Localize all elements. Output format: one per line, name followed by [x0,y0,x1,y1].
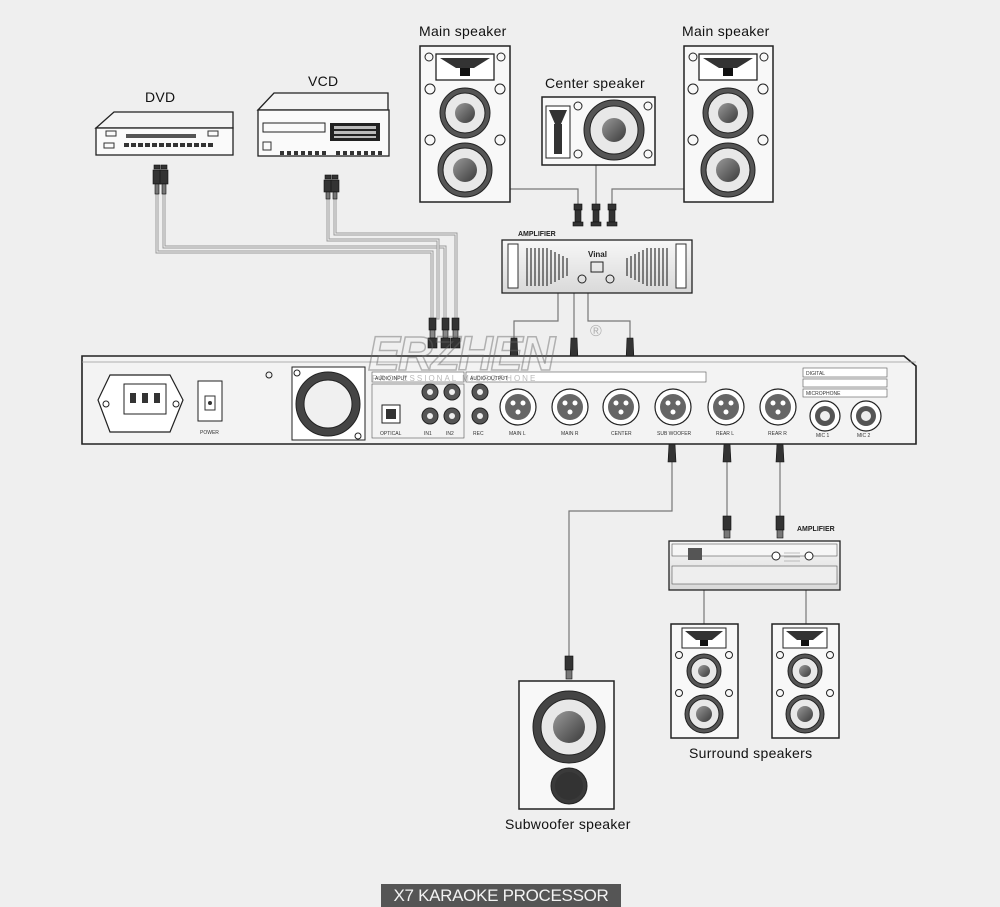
output-center[interactable]: CENTER [602,388,640,437]
xlr-plugs-bottom [667,443,785,463]
in2-label: IN2 [446,431,454,437]
audio-output-section: AUDIO OUTPUT REC [465,371,707,437]
subwoofer-label: Subwoofer speaker [505,816,631,832]
amp-to-processor-wires [513,292,631,339]
power-switch[interactable]: POWER [197,380,223,436]
vcd-cable [326,195,458,320]
fan-grille [265,366,366,441]
subwoofer-port-label: SUB WOOFER [657,431,692,437]
subwoofer-speaker [518,680,615,810]
dvd-cable [155,193,447,320]
amp-bottom-plugs [722,515,785,539]
dvd-plugs [152,164,169,195]
speaker-wires [509,165,685,206]
rear-r-label: REAR R [768,431,787,437]
cables [155,165,807,659]
output-rear-l[interactable]: REAR L [707,388,745,437]
amplifier-top: AMPLIFIER Vinal [501,231,693,294]
mic2-jack[interactable]: MIC 2 [850,400,882,439]
surround-speaker-right [771,623,840,739]
dvd-player: DVD [94,89,234,156]
mic2-label: MIC 2 [857,433,871,439]
rear-l-label: REAR L [716,431,734,437]
main-l-label: MAIN L [509,431,526,437]
subwoofer-plug [564,655,574,680]
mic1-jack[interactable]: MIC 1 [809,400,841,439]
vcd-label: VCD [308,73,338,89]
karaoke-processor: POWER AUDIO INPUT OPTICAL IN1 IN2 [81,355,917,445]
vcd-player: VCD [256,73,390,157]
amplifier-bottom: AMPLIFIER [668,526,841,591]
audio-output-header: AUDIO OUTPUT [470,376,508,382]
center-speaker-label: Center speaker [545,75,645,91]
dvd-label: DVD [145,89,175,105]
audio-input-section: AUDIO INPUT OPTICAL IN1 IN2 [371,371,465,439]
optical-label: OPTICAL [380,431,402,437]
audio-input-header: AUDIO INPUT [375,376,407,382]
output-subwoofer[interactable]: SUB WOOFER [654,388,692,437]
main-speaker-right: Main speaker [682,23,774,203]
processor-input-plugs [427,317,461,349]
rec-label: REC [473,431,484,437]
amplifier-bottom-label: AMPLIFIER [797,526,835,533]
watermark-tagline: PROFESSIONAL MICROPHONE [372,374,537,383]
footer-title: X7 KARAOKE PROCESSOR [393,886,609,905]
xlr-plugs-top [509,337,635,361]
center-speaker: Center speaker [541,75,656,166]
xlr-outputs: MAIN L MAIN R CENTER SUB WOOFER [499,388,797,437]
output-main-l[interactable]: MAIN L [499,388,537,437]
in1-label: IN1 [424,431,432,437]
footer-bar [381,884,621,907]
surround-wires [703,589,807,625]
vcd-plugs [323,174,340,200]
subwoofer-cable [568,461,673,659]
watermark-registered: ® [590,323,602,340]
surround-speaker-left [670,623,739,739]
amplifier-top-label: AMPLIFIER [518,231,556,238]
center-label: CENTER [611,431,632,437]
main-speaker-left-label: Main speaker [419,23,507,39]
amp-brand-label: Vinal [588,250,607,259]
brand-watermark: ERZHEN ® PROFESSIONAL MICROPHONE [367,323,602,383]
digital-header: DIGITAL [806,371,825,377]
main-speaker-left: Main speaker [419,23,511,203]
power-label: POWER [200,430,219,436]
surround-label: Surround speakers [689,745,812,761]
output-rear-r[interactable]: REAR R [759,388,797,437]
rear-cables [726,461,781,519]
mic1-label: MIC 1 [816,433,830,439]
amp-top-plugs [572,203,618,227]
mic-section: DIGITAL MICROPHONE MIC 1 MIC 2 [802,367,888,439]
power-inlet [97,374,184,433]
plugs [152,164,785,680]
main-r-label: MAIN R [561,431,579,437]
watermark-brand: ERZHEN [368,328,557,381]
output-main-r[interactable]: MAIN R [551,388,589,437]
main-speaker-right-label: Main speaker [682,23,770,39]
microphone-header: MICROPHONE [806,391,841,397]
